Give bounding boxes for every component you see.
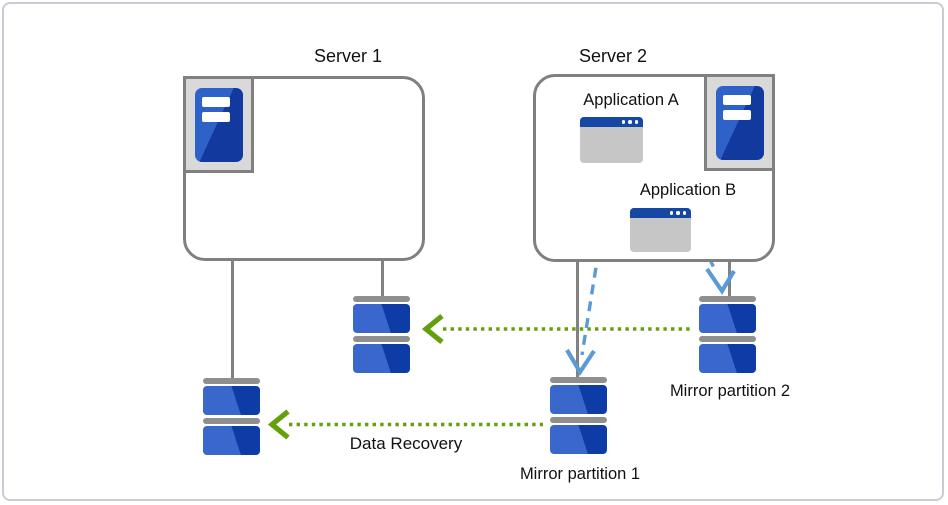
server1-box (183, 76, 425, 261)
app-window-titlebar (630, 208, 691, 218)
application-a-window-icon (580, 117, 643, 163)
server1-title: Server 1 (313, 46, 383, 66)
server2-tower-icon (704, 74, 775, 171)
application-b-label: Application B (639, 181, 737, 199)
app-window-titlebar (580, 117, 643, 127)
mirror-partition2-label: Mirror partition 2 (669, 382, 791, 400)
disk-stack-icon-mirror-partition1 (550, 377, 607, 457)
server-tower-glyph (194, 87, 243, 162)
application-b-window-icon (630, 208, 691, 252)
disk-stack-icon-server1-left (203, 378, 260, 458)
server2-title: Server 2 (578, 46, 648, 66)
disk-stack-icon-mirror-partition2 (699, 296, 756, 376)
application-a-label: Application A (583, 91, 679, 109)
server-tower-glyph (715, 85, 764, 160)
mirror-partition1-label: Mirror partition 1 (519, 465, 641, 483)
disk-stack-icon-server1-right (353, 296, 410, 376)
server1-tower-icon (183, 76, 254, 173)
data-recovery-label: Data Recovery (349, 434, 463, 453)
